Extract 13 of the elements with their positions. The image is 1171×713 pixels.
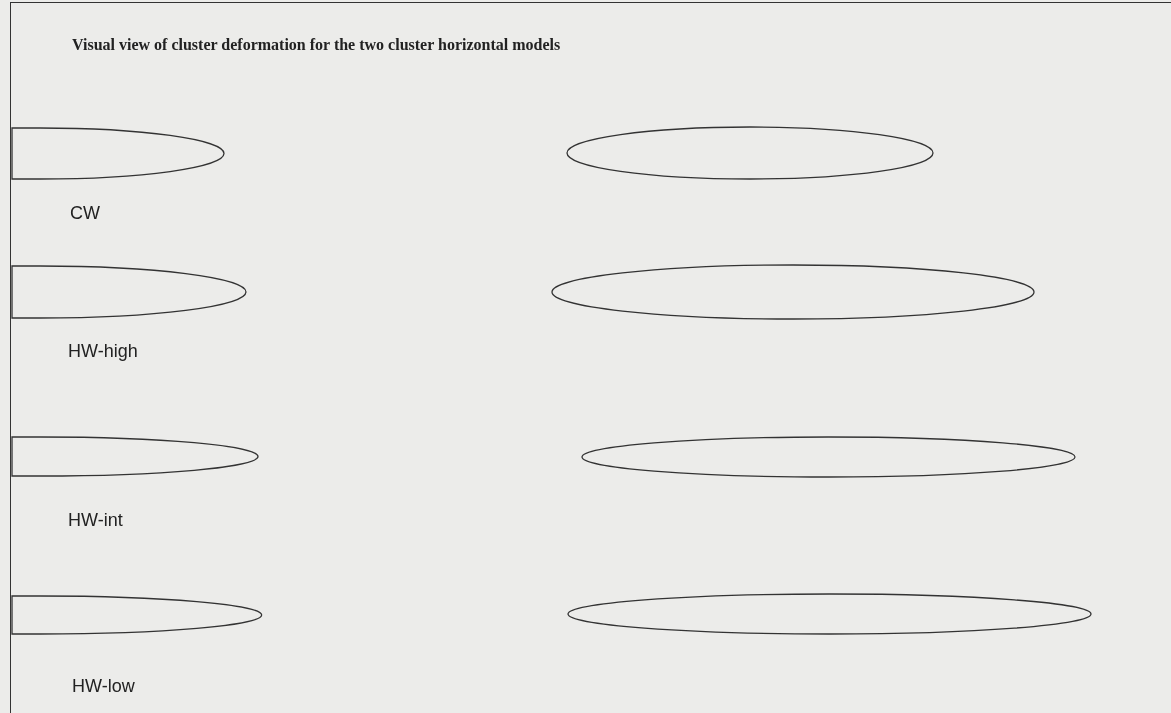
- cluster-outline: [11, 595, 263, 635]
- cluster-outline: [567, 593, 1092, 635]
- row-label: CW: [70, 203, 100, 224]
- title: Visual view of cluster deformation for the two cluster horizontal models: [72, 36, 561, 54]
- cluster-outline: [11, 436, 259, 477]
- cluster-outline: [11, 127, 225, 180]
- row-label: HW-high: [68, 341, 138, 362]
- row-label: HW-low: [72, 676, 135, 697]
- cluster-outline: [581, 436, 1076, 478]
- row-label: HW-int: [68, 510, 123, 531]
- cluster-outline: [566, 126, 934, 180]
- cluster-outline: [551, 264, 1035, 320]
- cluster-outline: [11, 265, 247, 319]
